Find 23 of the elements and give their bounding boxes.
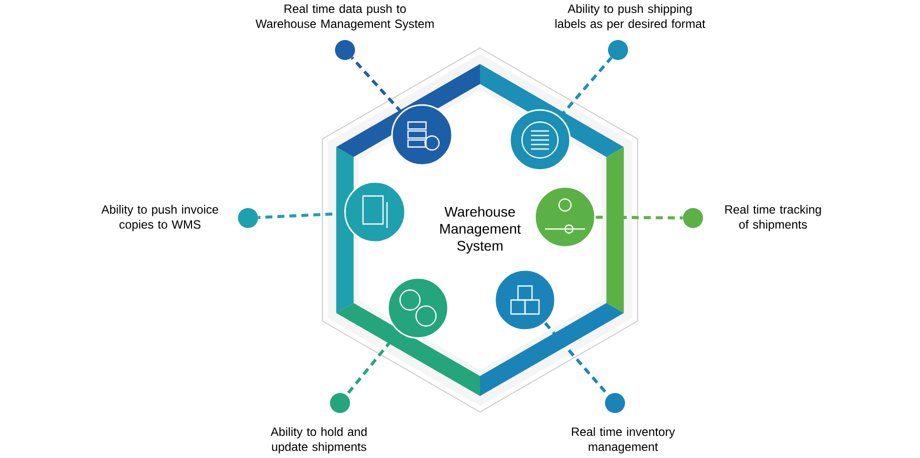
dashed-connector bbox=[596, 216, 683, 220]
dot bbox=[683, 208, 703, 228]
callout-text: Ability to hold and update shipments bbox=[270, 427, 367, 454]
dot bbox=[238, 208, 258, 228]
dot bbox=[608, 40, 628, 60]
callout-text: Real time data push to Warehouse Management System bbox=[256, 4, 434, 30]
callout-text: Ability to push shipping labels as per desired format bbox=[555, 4, 706, 30]
icon-circle bbox=[344, 181, 406, 243]
dot bbox=[330, 393, 350, 413]
dot bbox=[335, 40, 355, 60]
icon-circle bbox=[391, 104, 453, 166]
callout-text: Real time inventory management bbox=[572, 427, 675, 454]
dashed-connector bbox=[559, 56, 612, 118]
dashed-connector bbox=[345, 330, 400, 396]
icon-circle bbox=[534, 186, 596, 248]
icon-circle bbox=[387, 277, 449, 339]
dashed-connector bbox=[350, 56, 402, 114]
icon-circle bbox=[494, 269, 556, 331]
icon-circle bbox=[509, 109, 571, 171]
dashed-connector bbox=[258, 212, 344, 220]
callout-text: Ability to push invoice copies to WMS bbox=[101, 204, 218, 232]
dot bbox=[605, 393, 625, 413]
callout-text: Real time tracking of shipments bbox=[725, 204, 821, 232]
